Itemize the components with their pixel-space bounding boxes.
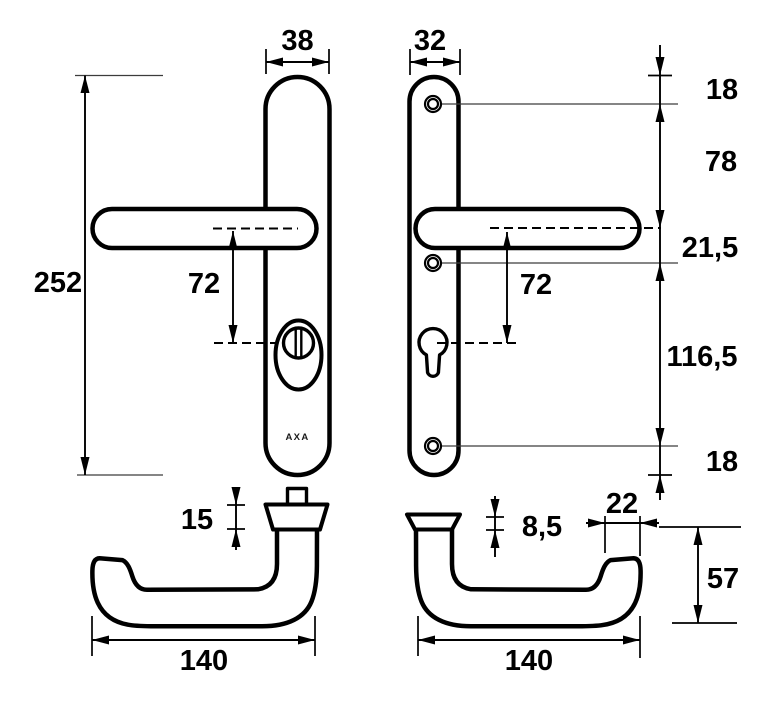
arrow-8-5-up [490,530,500,548]
screw-hole-bottom-inner [426,439,440,453]
dim-label-140-right: 140 [505,645,553,677]
arrow-chain-screw2-up [655,263,665,281]
dim-label-21-5: 21,5 [682,232,738,264]
dim-label-32: 32 [414,25,446,57]
dimension-labels: 38 32 252 72 72 18 78 21,5 116,5 18 15 8… [34,25,739,677]
dim-label-140-left: 140 [180,645,228,677]
arrow-38-right [312,57,329,67]
arrow-72-right-down [502,325,512,343]
arrow-72-left-down [228,325,238,343]
arrow-57-down [693,605,703,623]
screw-hole-middle-inner [426,256,440,270]
left-collar [263,502,330,532]
dim-label-57: 57 [707,563,739,595]
arrow-38-left [266,57,283,67]
cylinder-core [281,326,316,360]
arrow-252-up [80,75,90,93]
dim-label-15: 15 [181,504,213,536]
left-backplate [263,74,332,478]
left-lever-handle-profile [90,526,320,629]
dim-label-72-right: 72 [520,269,552,301]
arrow-32-right [443,57,460,67]
arrow-72-right-up [502,232,512,250]
arrow-140L-left [92,635,109,645]
right-collar [405,512,462,532]
arrow-chain-bottom-up [655,475,665,493]
arrow-252-down [80,457,90,475]
arrow-140R-left [418,635,435,645]
dim-label-18-top: 18 [706,74,738,106]
dim-label-116-5: 116,5 [667,341,738,373]
arrow-chain-screw3-down [655,428,665,446]
screw-hole-top-inner [426,97,440,111]
dim-label-8-5: 8,5 [522,511,562,543]
right-front-view [407,49,678,478]
arrow-140L-right [298,635,315,645]
left-lever-handle-front [90,206,319,251]
dimension-chain [648,45,672,500]
dim-label-72-left: 72 [188,268,220,300]
brand-logo: AXA [286,432,310,443]
dim-label-38: 38 [281,25,313,57]
dim-label-18-bottom: 18 [706,446,738,478]
arrow-15-down [231,487,241,505]
arrow-72-left-up [228,231,238,249]
arrow-140R-right [623,635,640,645]
right-backplate [407,74,461,478]
arrow-32-left [410,57,427,67]
arrow-57-up [693,527,703,545]
dim-label-22: 22 [606,488,638,520]
arrow-chain-top-down [655,57,665,76]
euro-keyhole [417,326,449,378]
arrow-22-left [588,518,605,528]
bottom-left-view [90,486,330,656]
bottom-right-view [405,496,741,658]
arrow-chain-screw1-up [655,104,665,122]
arrow-15-up [231,529,241,547]
left-front-view: AXA [75,49,332,478]
arrow-8-5-down [490,499,500,517]
dim-label-252: 252 [34,267,82,299]
arrow-22-right [640,518,657,528]
right-lever-handle-profile [413,526,643,629]
right-lever-handle-front [413,206,642,251]
dim-label-78: 78 [705,146,737,178]
arrow-chain-handle-down [655,210,665,228]
